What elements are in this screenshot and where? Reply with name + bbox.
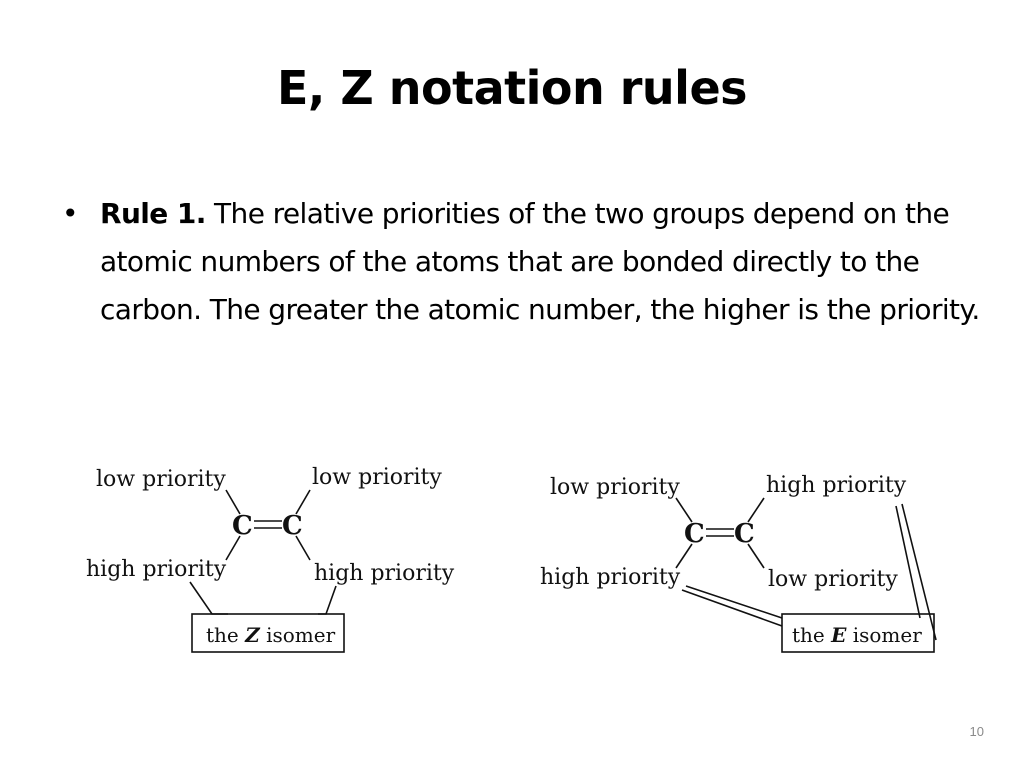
z-bond-bottom-right	[295, 535, 311, 561]
bullet-text: Rule 1. The relative priorities of the t…	[100, 190, 982, 334]
e-callout-right-b	[901, 503, 937, 641]
e-callout-right-a	[895, 505, 921, 619]
e-caption-post: isomer	[846, 623, 922, 647]
rule-label: Rule 1.	[100, 197, 206, 230]
e-label-bottom-right: low priority	[768, 567, 898, 592]
isomer-diagrams: low priority low priority high priority …	[0, 440, 1024, 680]
e-caption-box	[781, 613, 935, 653]
z-bond-top-left	[225, 489, 241, 515]
slide-title: E, Z notation rules	[276, 61, 748, 115]
e-bond-bottom-right	[747, 543, 765, 569]
e-carbon-right: C	[734, 519, 755, 549]
z-callout-right	[318, 585, 337, 615]
e-carbon-left: C	[684, 519, 705, 549]
z-caption-letter: Z	[244, 623, 261, 647]
z-label-top-right: low priority	[312, 465, 442, 490]
e-label-top-left: low priority	[550, 475, 680, 500]
z-callout-left	[189, 581, 228, 615]
e-bond-top-right	[747, 497, 765, 523]
z-carbon-right: C	[282, 511, 303, 541]
z-caption-box	[191, 613, 345, 653]
bullet-item: • Rule 1. The relative priorities of the…	[62, 190, 982, 334]
e-callout-left-b	[685, 585, 783, 619]
e-label-bottom-left: high priority	[540, 565, 681, 590]
z-bond-top-right	[295, 489, 311, 515]
isomer-diagrams-svg: low priority low priority high priority …	[86, 465, 937, 653]
e-caption-letter: E	[830, 623, 847, 647]
e-bond-top-left	[675, 497, 693, 523]
e-label-top-right: high priority	[766, 473, 907, 498]
rule-description: The relative priorities of the two group…	[100, 197, 980, 326]
z-label-bottom-left: high priority	[86, 557, 227, 582]
z-carbon-left: C	[232, 511, 253, 541]
e-caption-pre: the	[792, 623, 831, 647]
page-number: 10	[969, 724, 984, 739]
z-caption-post: isomer	[260, 623, 336, 647]
e-caption: the E isomer	[792, 623, 922, 647]
z-label-top-left: low priority	[96, 467, 226, 492]
e-callout-left-a	[681, 589, 783, 627]
z-label-bottom-right: high priority	[314, 561, 455, 586]
bullet-marker: •	[62, 197, 79, 230]
e-bond-bottom-left	[675, 543, 693, 569]
z-caption: the Z isomer	[206, 623, 336, 647]
z-bond-bottom-left	[225, 535, 241, 561]
z-caption-pre: the	[206, 623, 245, 647]
